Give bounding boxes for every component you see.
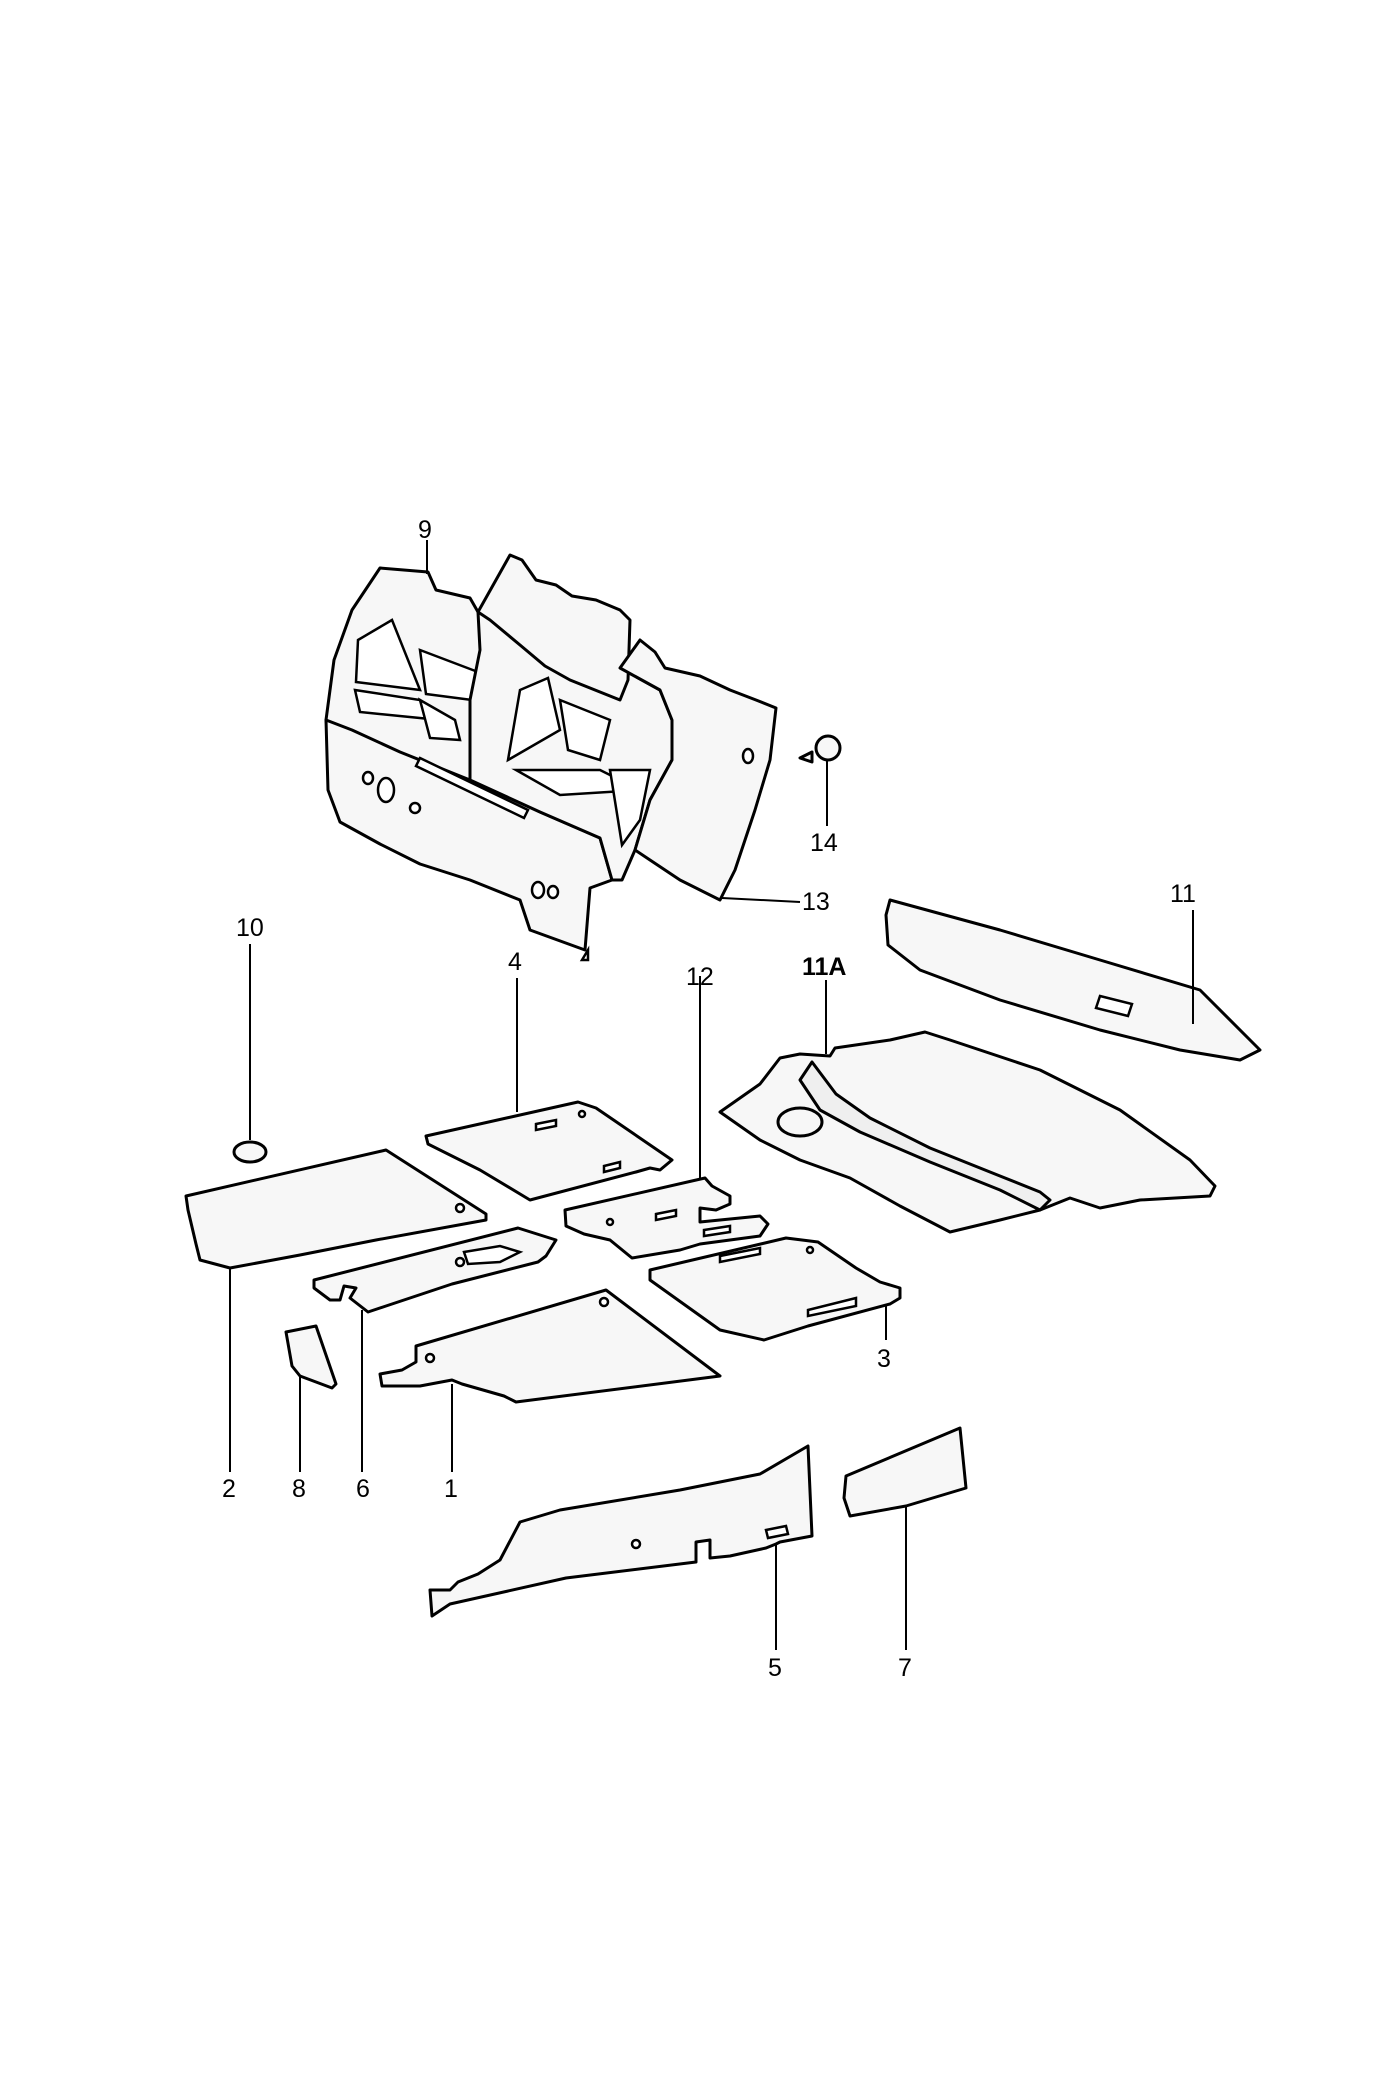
callout-14: 14 [810, 829, 838, 857]
part-11-shelf-strip [884, 898, 1262, 1062]
part-11a-rear-floor-panel [718, 980, 1217, 1234]
part-2-left-floor-mat [184, 1148, 488, 1472]
leader-13 [721, 897, 801, 903]
callout-11: 11 [1170, 880, 1196, 908]
callout-4: 4 [508, 948, 522, 976]
part-12-tunnel-mat [563, 976, 770, 1260]
callout-7: 7 [898, 1654, 912, 1682]
part-3-right-floor-mat [648, 1236, 902, 1342]
callout-8: 8 [292, 1475, 306, 1503]
part-8-small-pad [284, 1324, 338, 1472]
part-10-grommet [232, 944, 268, 1164]
part-13-wall-panels [476, 553, 778, 902]
callout-13: 13 [802, 888, 830, 916]
callout-1: 1 [444, 1475, 458, 1503]
callout-5: 5 [768, 1654, 782, 1682]
part-7-side-pad [842, 1426, 968, 1650]
callout-6: 6 [356, 1475, 370, 1503]
callout-2: 2 [222, 1475, 236, 1503]
part-4-front-right-mat [424, 978, 674, 1202]
part-9-firewall-insulation [324, 566, 614, 962]
callout-12: 12 [686, 963, 714, 991]
callout-3: 3 [877, 1345, 891, 1373]
part-6-center-front-mat [312, 1226, 558, 1472]
callout-11a: 11A [802, 953, 846, 981]
part-1-center-floor-mat [378, 1288, 722, 1472]
part-9-center-section [468, 610, 674, 882]
part-5-side-panel [428, 1444, 814, 1650]
part-14-clip-fastener [798, 734, 842, 826]
callout-10: 10 [236, 914, 264, 942]
callout-9: 9 [418, 516, 432, 544]
